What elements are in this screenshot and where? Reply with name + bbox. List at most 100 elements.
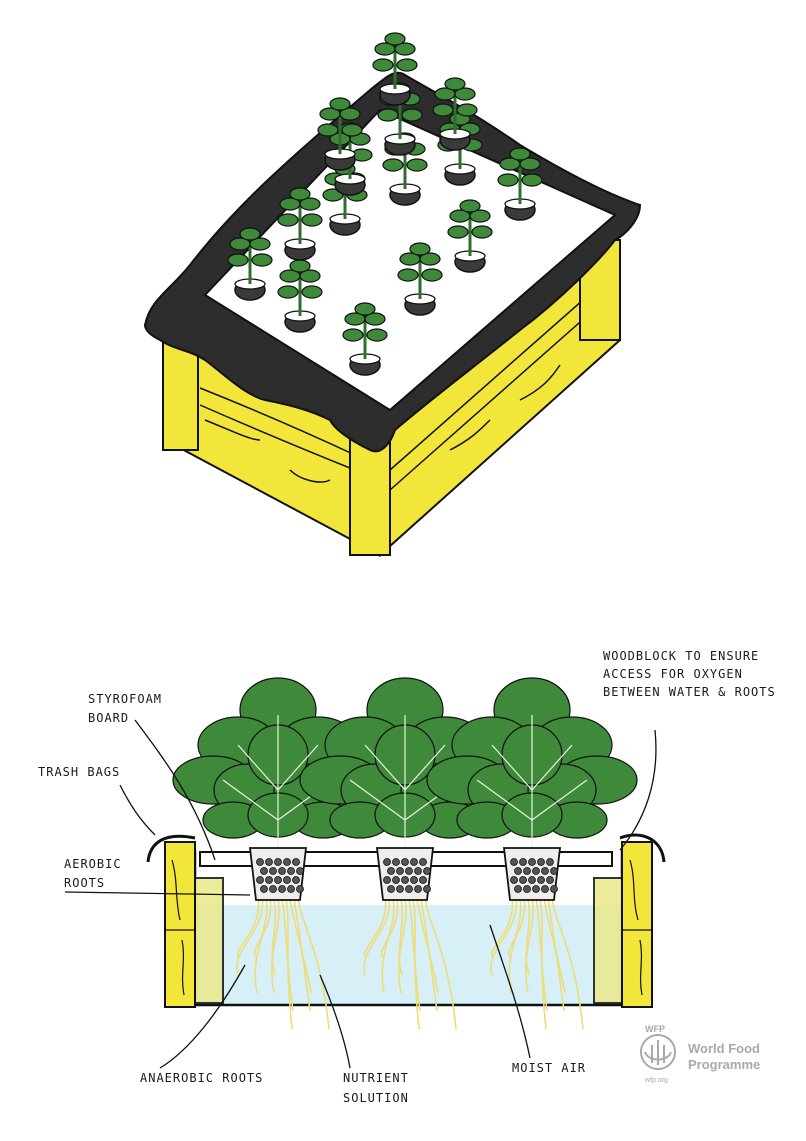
pebble bbox=[270, 886, 277, 893]
seedling-leaf bbox=[343, 329, 363, 341]
seedling-leaf bbox=[460, 200, 480, 212]
pebble bbox=[411, 877, 418, 884]
left-woodblock bbox=[195, 878, 223, 1003]
seedling-leaf bbox=[318, 124, 338, 136]
seedling-pot bbox=[373, 33, 417, 105]
seedling-leaf bbox=[330, 98, 350, 110]
pebble bbox=[388, 868, 395, 875]
pebble bbox=[529, 877, 536, 884]
pebble bbox=[547, 877, 554, 884]
seedling-leaf bbox=[472, 226, 492, 238]
seedling-leaf bbox=[397, 59, 417, 71]
seedling-leaf bbox=[385, 33, 405, 45]
logo-url: wfp.org bbox=[644, 1077, 668, 1084]
seedling-pot bbox=[433, 78, 477, 150]
pebble bbox=[551, 868, 558, 875]
pebble bbox=[279, 886, 286, 893]
pebble bbox=[284, 859, 291, 866]
seedling-leaf bbox=[448, 226, 468, 238]
pebble bbox=[384, 859, 391, 866]
pebble bbox=[284, 877, 291, 884]
pebble bbox=[297, 868, 304, 875]
pebble bbox=[297, 886, 304, 893]
pebble bbox=[261, 868, 268, 875]
pebble bbox=[542, 886, 549, 893]
seedling-leaf bbox=[355, 303, 375, 315]
seedling-leaf bbox=[252, 254, 272, 266]
pebble bbox=[524, 868, 531, 875]
seedling-leaf bbox=[240, 228, 260, 240]
pebble bbox=[293, 859, 300, 866]
seedling-leaf bbox=[433, 104, 453, 116]
seedling-leaf bbox=[422, 269, 442, 281]
seedling-leaf bbox=[398, 269, 418, 281]
seedling-leaf bbox=[302, 286, 322, 298]
pebble bbox=[275, 859, 282, 866]
pebble bbox=[520, 859, 527, 866]
post-front bbox=[350, 435, 390, 555]
pebble bbox=[393, 859, 400, 866]
seedling-pot bbox=[448, 200, 492, 272]
pebble bbox=[511, 859, 518, 866]
pebble bbox=[257, 877, 264, 884]
seedling-leaf bbox=[290, 188, 310, 200]
pebble bbox=[529, 859, 536, 866]
pebble bbox=[533, 868, 540, 875]
pebble bbox=[411, 859, 418, 866]
label-woodblock-line2: ACCESS FOR OXYGEN bbox=[603, 667, 743, 681]
seedling-pot bbox=[318, 98, 362, 170]
pebble bbox=[266, 877, 273, 884]
label-trash-bags: TRASH BAGS bbox=[38, 765, 120, 779]
seedling-leaf bbox=[457, 104, 477, 116]
wfp-logo: WFP World Food Programme wfp.org bbox=[641, 1024, 760, 1084]
pebble bbox=[538, 859, 545, 866]
pebble bbox=[415, 868, 422, 875]
pebble bbox=[420, 859, 427, 866]
pebble bbox=[533, 886, 540, 893]
label-woodblock-line1: WOODBLOCK TO ENSURE bbox=[603, 649, 759, 663]
label-nutrient-line1: NUTRIENT bbox=[343, 1071, 409, 1085]
pebble bbox=[397, 886, 404, 893]
seedling-pot bbox=[498, 148, 542, 220]
seedling-leaf bbox=[228, 254, 248, 266]
pebble bbox=[393, 877, 400, 884]
seedling-leaf bbox=[373, 59, 393, 71]
pebble bbox=[275, 877, 282, 884]
seedling-leaf bbox=[367, 329, 387, 341]
pebble bbox=[406, 886, 413, 893]
pebble bbox=[293, 877, 300, 884]
pebble bbox=[397, 868, 404, 875]
logo-name-line2: Programme bbox=[688, 1057, 760, 1072]
pebble bbox=[520, 877, 527, 884]
seedling-leaf bbox=[290, 260, 310, 272]
label-anaerobic: ANAEROBIC ROOTS bbox=[140, 1071, 263, 1085]
pebble bbox=[270, 868, 277, 875]
pebble bbox=[288, 868, 295, 875]
seedling-leaf bbox=[410, 243, 430, 255]
seedling-leaf bbox=[510, 148, 530, 160]
pebble bbox=[388, 886, 395, 893]
pebble bbox=[384, 877, 391, 884]
seedling-pot bbox=[278, 188, 322, 260]
label-aerobic-line1: AEROBIC bbox=[64, 857, 122, 871]
seedling-leaf bbox=[498, 174, 518, 186]
pebble bbox=[402, 877, 409, 884]
label-woodblock-line3: BETWEEN WATER & ROOTS bbox=[603, 685, 776, 699]
pebble bbox=[524, 886, 531, 893]
seedling-leaf bbox=[378, 109, 398, 121]
seedling-leaf bbox=[342, 124, 362, 136]
seedling-pot bbox=[343, 303, 387, 375]
seedling-leaf bbox=[278, 286, 298, 298]
seedling-leaf bbox=[407, 159, 427, 171]
pebble bbox=[261, 886, 268, 893]
pebble bbox=[515, 868, 522, 875]
label-styrofoam-line2: BOARD bbox=[88, 711, 129, 725]
pebble bbox=[402, 859, 409, 866]
label-styrofoam-line1: STYROFOAM bbox=[88, 692, 162, 706]
seedling-pot bbox=[228, 228, 272, 300]
pebble bbox=[424, 868, 431, 875]
seedling-pot bbox=[278, 260, 322, 332]
pebble bbox=[257, 859, 264, 866]
pebble bbox=[406, 868, 413, 875]
